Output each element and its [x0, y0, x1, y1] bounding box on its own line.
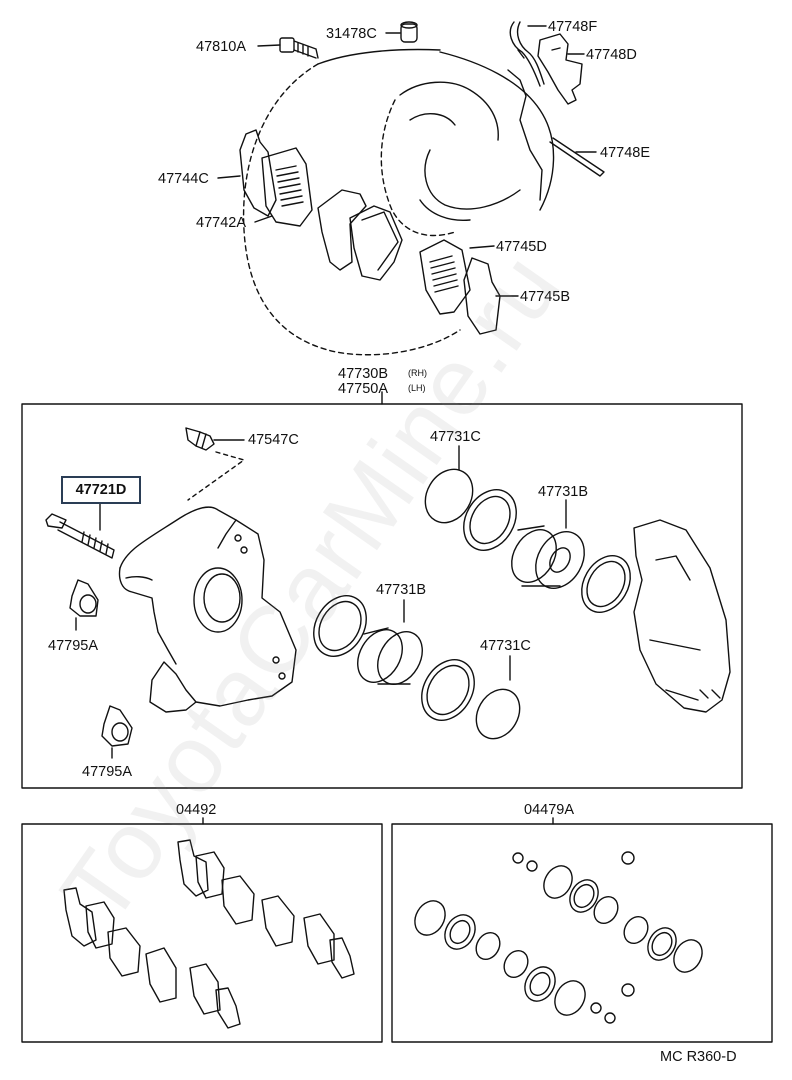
- label-04492: 04492: [176, 802, 216, 818]
- label-47750A: 47750A: [338, 381, 388, 397]
- label-rh: (RH): [408, 368, 427, 378]
- label-47748E: 47748E: [600, 145, 650, 161]
- caliper-torque-plate: [118, 506, 297, 713]
- bolt-47810A: [257, 37, 319, 59]
- label-47795A-bottom: 47795A: [82, 764, 132, 780]
- label-47731C-bottom: 47731C: [480, 638, 531, 654]
- highlighted-part-label-47721D[interactable]: 47721D: [61, 476, 141, 504]
- bolt-47721D: [45, 503, 115, 559]
- caliper-assembly-box: [21, 391, 743, 789]
- anti-rattle-spring-47748F: [509, 21, 547, 87]
- label-lh: (LH): [408, 383, 426, 393]
- label-47731C-top: 47731C: [430, 429, 481, 445]
- label-47731B-right: 47731B: [538, 484, 588, 500]
- label-47744C: 47744C: [158, 171, 209, 187]
- anti-squeal-shim-47745B: [463, 257, 519, 335]
- label-31478C: 31478C: [326, 26, 377, 42]
- label-47748D: 47748D: [586, 47, 637, 63]
- boot-47795A-bottom: [101, 705, 133, 759]
- seal-kit-contents: [414, 851, 703, 1024]
- part-labels: 47810A 31478C 47748F 47748D 47748E 47744…: [48, 19, 737, 1065]
- pin-47748E: [549, 137, 605, 177]
- piston-47731B-mid: [357, 599, 423, 685]
- brake-pad-inner: [317, 189, 403, 281]
- pad-support-plate-47748D: [537, 33, 585, 105]
- caliper-body: [633, 519, 731, 713]
- label-47730B: 47730B: [338, 366, 388, 382]
- brake-disc: [242, 48, 555, 356]
- seal-kit-box: [391, 817, 773, 1043]
- pad-kit-box: [21, 817, 383, 1043]
- label-47547C: 47547C: [248, 432, 299, 448]
- seal-upper: [463, 489, 517, 551]
- label-47748F: 47748F: [548, 19, 597, 35]
- seal-lower-right: [421, 659, 475, 721]
- plug-31478C: [385, 21, 418, 43]
- label-47731B-mid: 47731B: [376, 582, 426, 598]
- pad-kit-contents: [63, 839, 355, 1029]
- seal-lower-left: [313, 595, 367, 657]
- diagram-code: MC R360-D: [660, 1049, 737, 1065]
- ring-47731C-lower: [475, 655, 521, 740]
- ring-47731C-upper: [424, 445, 474, 524]
- anti-squeal-shim-47744C: [217, 129, 277, 217]
- label-47745B: 47745B: [520, 289, 570, 305]
- label-47745D: 47745D: [496, 239, 547, 255]
- seal-right: [581, 555, 631, 613]
- label-47810A: 47810A: [196, 39, 246, 55]
- bleeder-plug-47547C: [185, 427, 245, 501]
- brake-pad-47745D: [419, 239, 495, 315]
- label-47742A: 47742A: [196, 215, 246, 231]
- label-47795A-top: 47795A: [48, 638, 98, 654]
- piston-47731B-right: [511, 499, 585, 589]
- boot-47795A-top: [69, 579, 99, 631]
- brake-pad-47742A: [254, 147, 313, 227]
- label-04479A: 04479A: [524, 802, 574, 818]
